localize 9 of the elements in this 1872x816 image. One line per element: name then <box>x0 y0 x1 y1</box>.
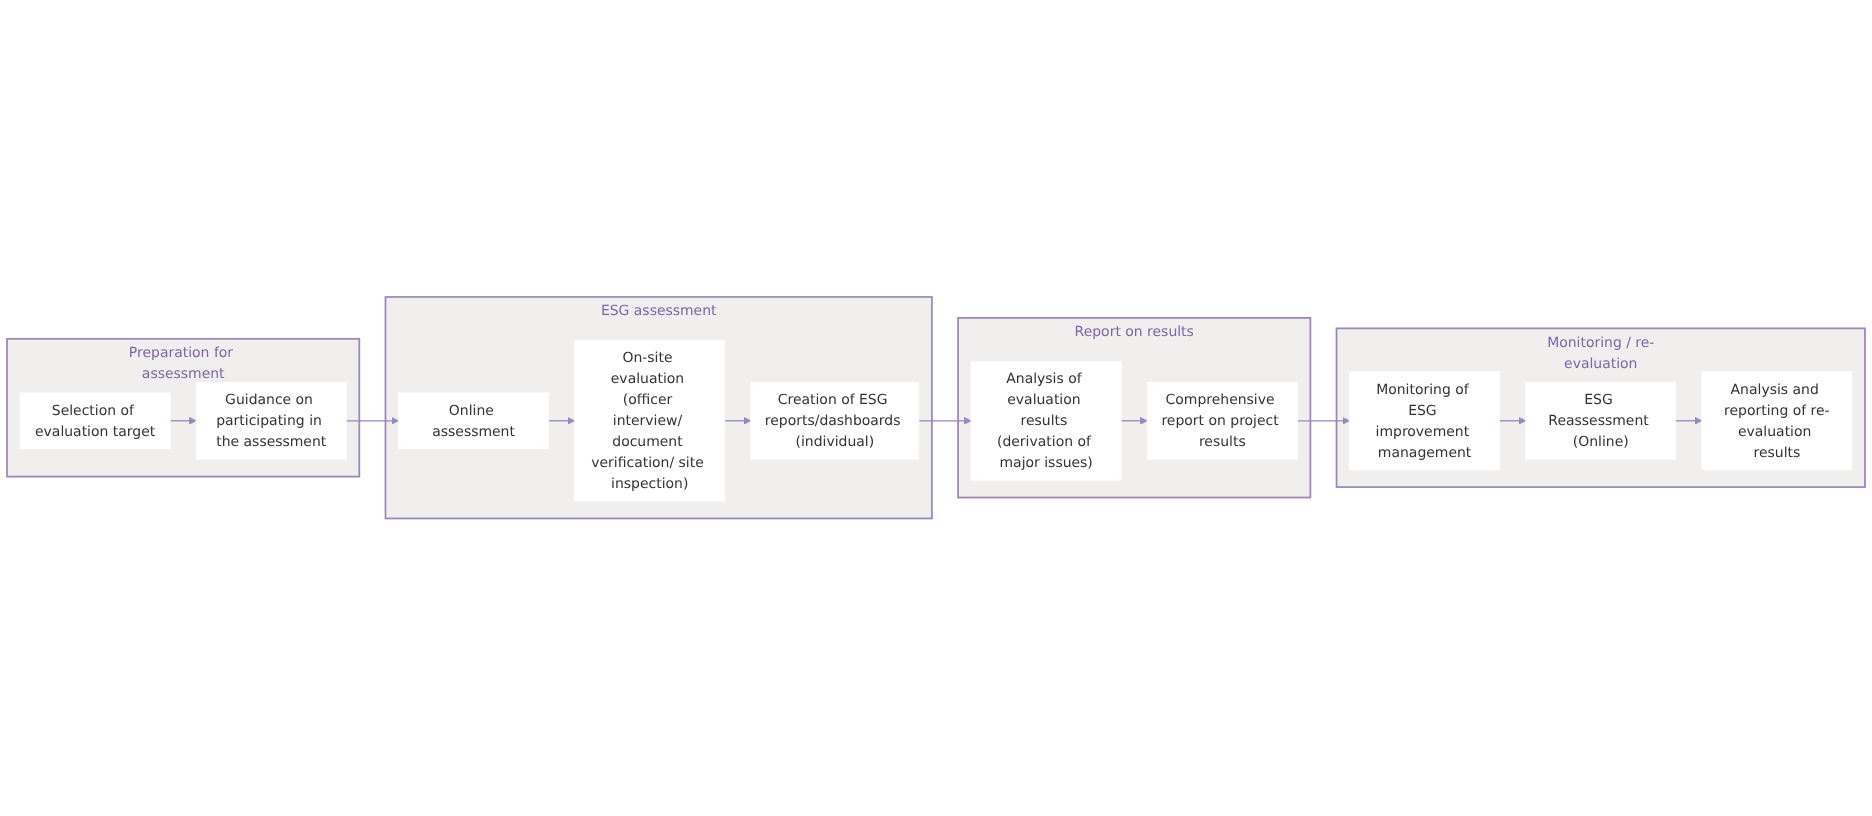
arrow <box>169 417 197 425</box>
arrow <box>345 417 399 425</box>
arrow <box>1498 417 1527 425</box>
arrow <box>547 417 576 425</box>
arrow <box>918 417 972 425</box>
arrow <box>1296 417 1350 425</box>
arrow <box>724 417 752 425</box>
arrow <box>1675 417 1703 425</box>
arrow <box>1120 417 1148 425</box>
